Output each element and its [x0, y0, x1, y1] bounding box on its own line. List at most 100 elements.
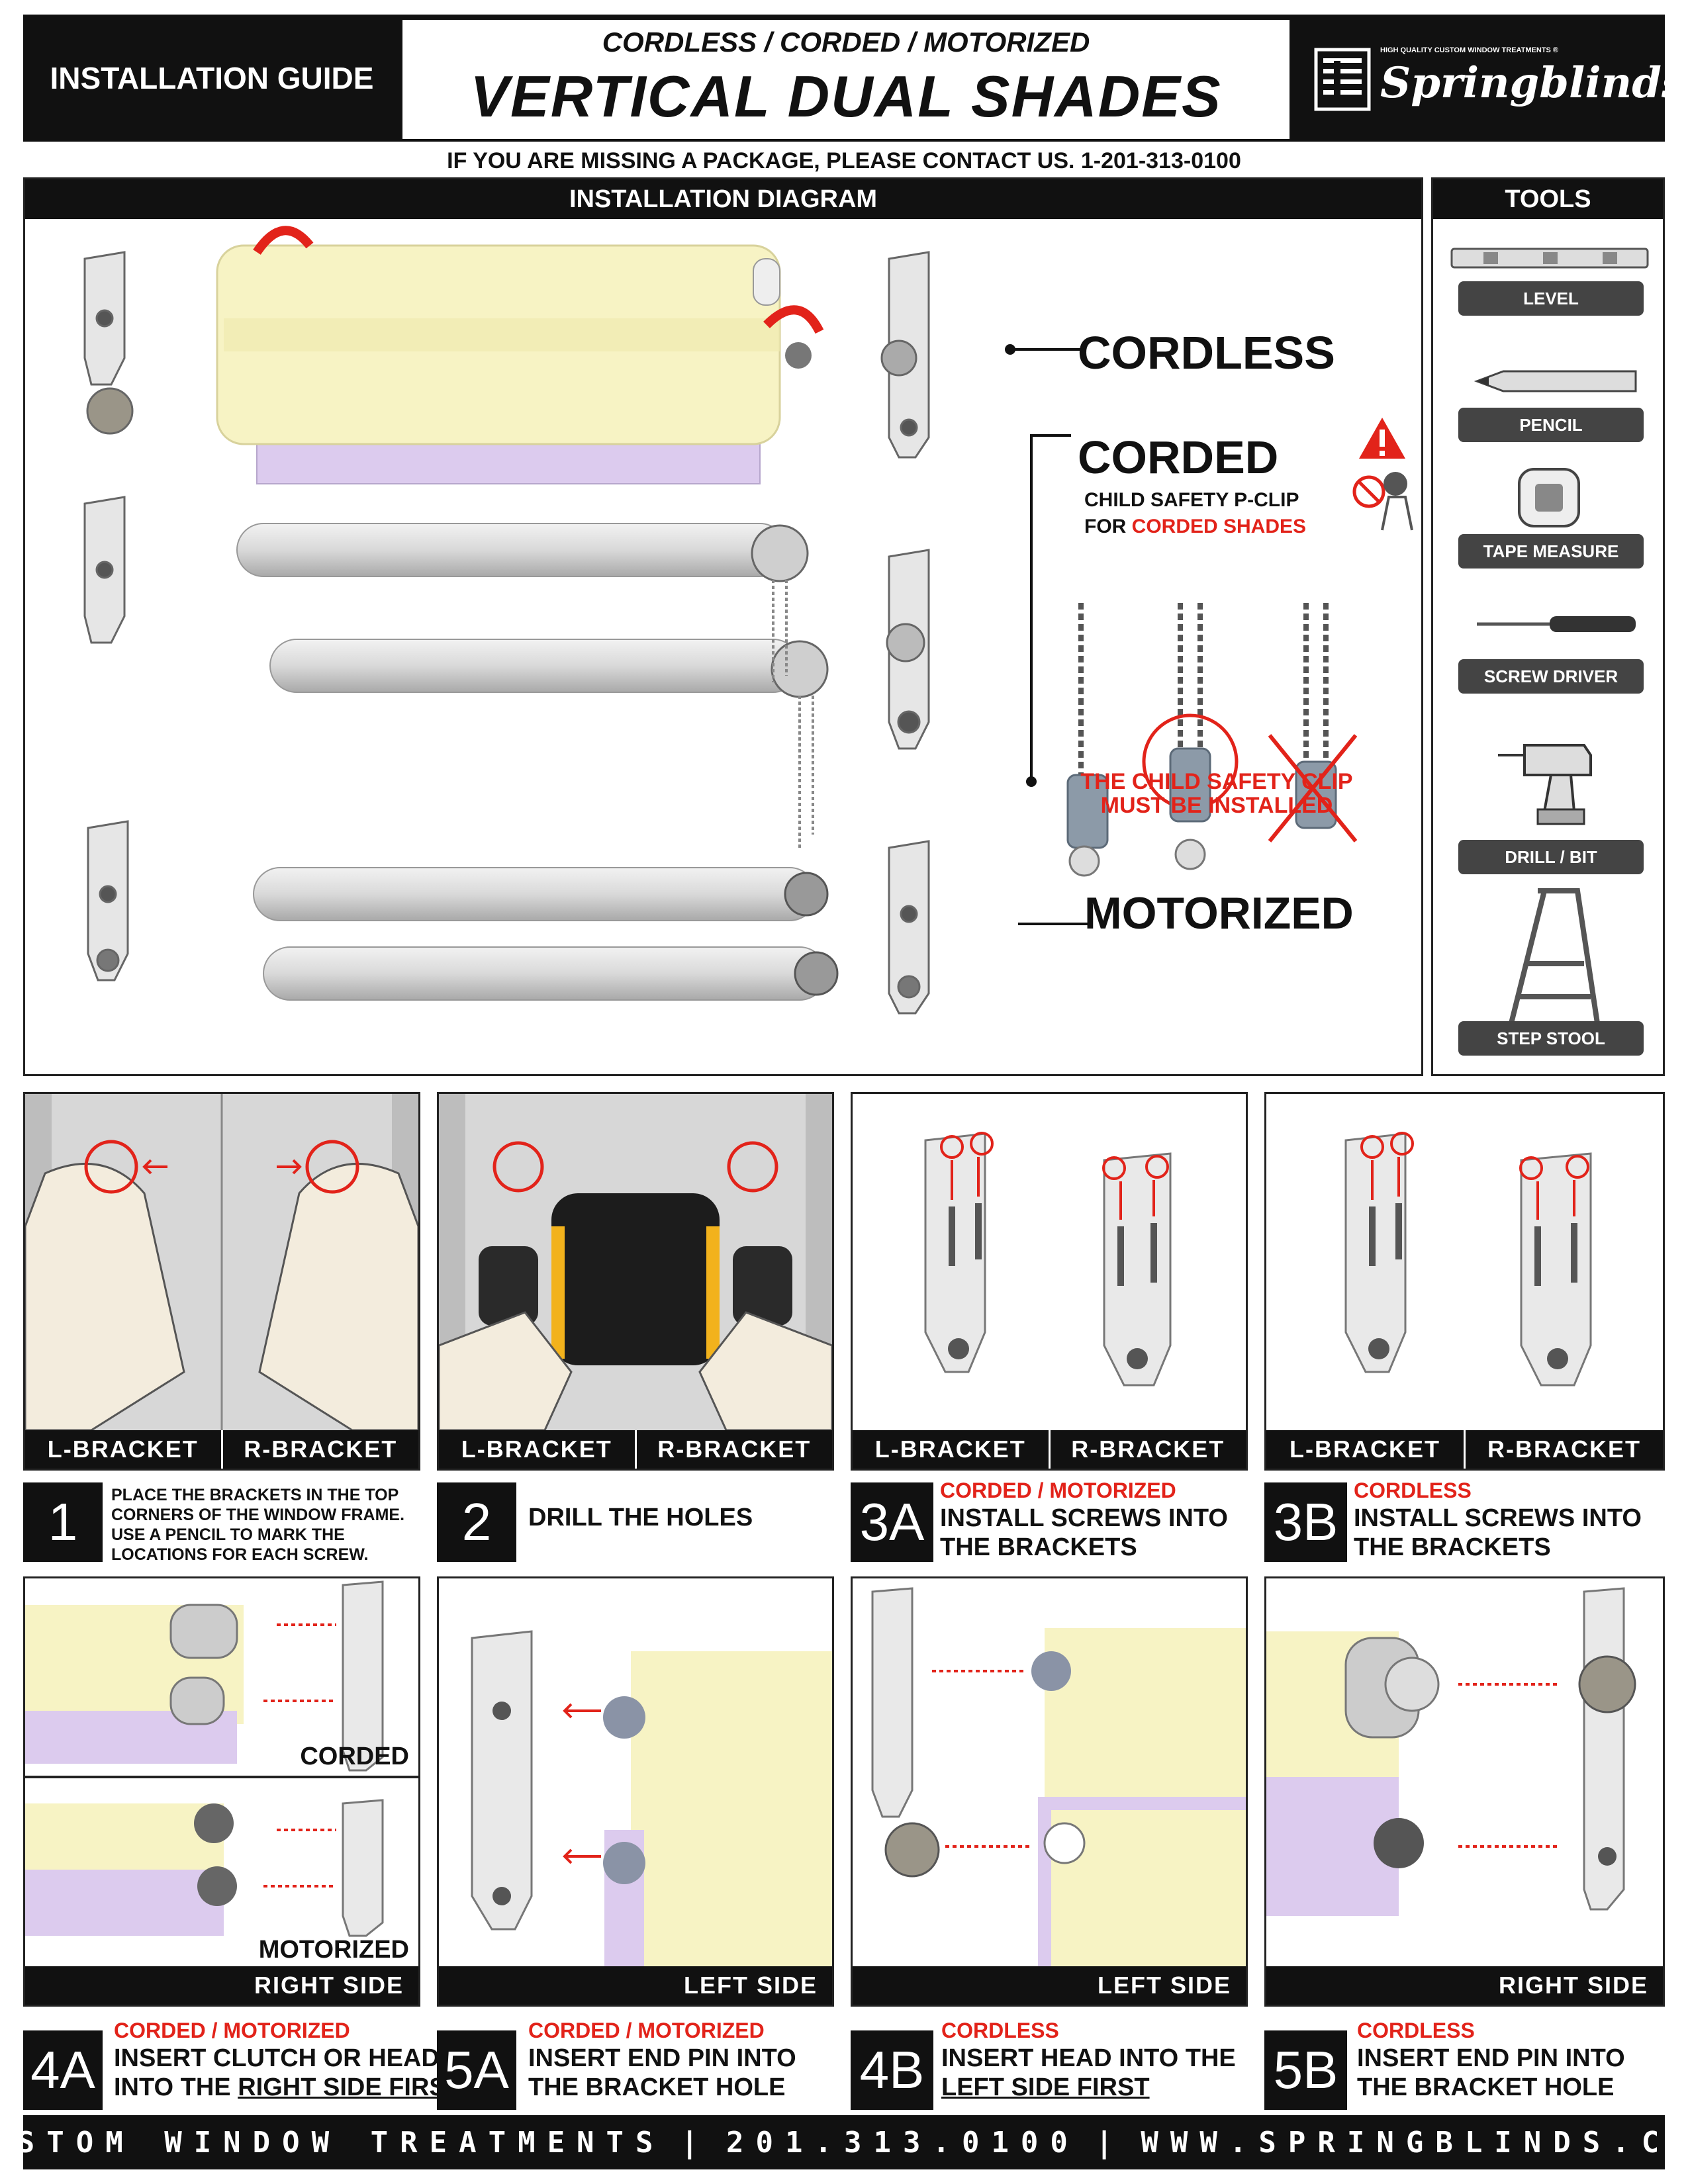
contact-notice: IF YOU ARE MISSING A PACKAGE, PLEASE CON… [447, 148, 1241, 173]
tools-title: TOOLS [1433, 179, 1663, 219]
footer-separator: | [1095, 2125, 1125, 2160]
tool-level-label: LEVEL [1458, 281, 1644, 316]
insert-head-left-side-icon [871, 1587, 1246, 1966]
step4b-line1: INSERT HEAD INTO THE [941, 2044, 1236, 2072]
clip-warning-line1: THE CHILD SAFETY CLIP [1080, 768, 1353, 794]
motorized-left-bracket-icon [87, 820, 129, 981]
insert-clutch-right-side-icon [25, 1580, 418, 1937]
step4b-tag: CORDLESS [941, 2019, 1059, 2042]
clip-note-line1: CHILD SAFETY P-CLIP [1084, 489, 1299, 511]
motorized-right-bracket-icon [888, 840, 930, 1015]
step4b-side-bar: LEFT SIDE [853, 1966, 1246, 2005]
motorized-tubes-icon [253, 867, 839, 1001]
step-stool-icon [1509, 888, 1600, 1024]
installation-diagram-panel: INSTALLATION DIAGRAM [23, 177, 1423, 1076]
step5b-line2: THE BRACKET HOLE [1357, 2073, 1615, 2101]
brand-tagline: HIGH QUALITY CUSTOM WINDOW TREATMENTS ® [1380, 46, 1559, 54]
step4a-line2: INTO THE RIGHT SIDE FIRST [114, 2073, 461, 2101]
page-title: VERTICAL DUAL SHADES [470, 64, 1222, 129]
step4a-image-panel: CORDED MOTORIZED RIGHT SIDE [23, 1576, 420, 2007]
insert-end-pin-left-side-icon [471, 1630, 832, 1966]
step3b-line1: INSTALL SCREWS INTO [1354, 1504, 1642, 1532]
step4b-number: 4B [851, 2030, 933, 2110]
clip-note-line2: FOR CORDED SHADES [1084, 516, 1307, 537]
brand-logo: HIGH QUALITY CUSTOM WINDOW TREATMENTS ® … [1314, 40, 1685, 119]
level-icon [1450, 248, 1649, 269]
label-motorized: MOTORIZED [1084, 888, 1354, 938]
screws-into-brackets-cordless-icon [1344, 1132, 1592, 1387]
step1-number: 1 [23, 1482, 103, 1562]
drill-icon [1498, 744, 1592, 825]
brand-mark-icon [1314, 48, 1371, 111]
brand-name: Springblinds [1380, 58, 1685, 108]
tool-step-stool-label: STEP STOOL [1458, 1021, 1644, 1056]
step5b-tag: CORDLESS [1357, 2019, 1475, 2042]
no-child-cord-icon [1352, 472, 1413, 531]
clip-wrong-icon [1066, 603, 1109, 877]
screws-into-brackets-icon [924, 1132, 1172, 1387]
step4b-image-panel: LEFT SIDE [851, 1576, 1248, 2007]
corded-left-bracket-icon [83, 496, 126, 644]
step3b-line2: THE BRACKETS [1354, 1533, 1551, 1561]
step5b-number: 5B [1264, 2030, 1347, 2110]
tool-drill-label: DRILL / BIT [1458, 840, 1644, 874]
step3a-line1: INSTALL SCREWS INTO [940, 1504, 1228, 1532]
step4a-corded-label: CORDED [300, 1743, 409, 1770]
insert-end-pin-right-side-icon [1266, 1587, 1636, 1916]
subtitle: CORDLESS / CORDED / MOTORIZED [602, 26, 1090, 58]
corded-tubes-icon [236, 523, 829, 848]
drilling-holes-icon [439, 1094, 832, 1430]
title-box: CORDLESS / CORDED / MOTORIZED VERTICAL D… [402, 20, 1289, 139]
tool-screwdriver-label: SCREW DRIVER [1458, 659, 1644, 694]
tools-panel: TOOLS LEVEL PENCIL TAPE MEASURE SCREW DR… [1431, 177, 1665, 1076]
step4a-motorized-label: MOTORIZED [258, 1936, 409, 1964]
footer-bar: CUSTOM WINDOW TREATMENTS | 201.313.0100 … [0, 2115, 1688, 2169]
footer-website-link[interactable]: WWW.SPRINGBLINDS.COM [1141, 2125, 1688, 2160]
cordless-shade-icon [216, 226, 824, 484]
step5a-image-panel: LEFT SIDE [437, 1576, 834, 2007]
step5a-tag: CORDED / MOTORIZED [528, 2019, 765, 2042]
screwdriver-icon [1477, 616, 1636, 632]
tape-measure-icon [1518, 468, 1580, 527]
tool-tape-measure-label: TAPE MEASURE [1458, 534, 1644, 569]
step5a-side-bar: LEFT SIDE [439, 1966, 832, 2005]
step3a-number: 3A [851, 1482, 933, 1562]
tool-pencil-label: PENCIL [1458, 408, 1644, 442]
clip-correct-icon [1142, 603, 1239, 870]
warning-triangle-icon [1359, 418, 1405, 459]
footer-phone[interactable]: 201.313.0100 [726, 2125, 1080, 2160]
corded-right-bracket-icon [886, 549, 930, 750]
step5a-line1: INSERT END PIN INTO [528, 2044, 796, 2072]
footer-tagline: CUSTOM WINDOW TREATMENTS [0, 2125, 665, 2160]
step5b-image-panel: RIGHT SIDE [1264, 1576, 1665, 2007]
step3a-tag: CORDED / MOTORIZED [940, 1479, 1176, 1502]
installation-guide-label: INSTALLATION GUIDE [50, 61, 374, 95]
clip-warning-line2: MUST BE INSTALLED [1100, 792, 1333, 818]
cordless-left-bracket-icon [83, 251, 134, 435]
step4a-number: 4A [23, 2030, 103, 2110]
step5b-line1: INSERT END PIN INTO [1357, 2044, 1625, 2072]
step2-text: DRILL THE HOLES [528, 1504, 753, 1531]
footer-separator: | [680, 2125, 711, 2160]
diagram-title: INSTALLATION DIAGRAM [25, 179, 1421, 219]
step4a-line1: INSERT CLUTCH OR HEAD [114, 2044, 440, 2072]
step5a-line2: THE BRACKET HOLE [528, 2073, 786, 2101]
pencil-icon [1474, 370, 1637, 392]
hands-placing-brackets-icon [25, 1094, 418, 1430]
step4b-line2: LEFT SIDE FIRST [941, 2073, 1150, 2101]
step5a-number: 5A [437, 2030, 516, 2110]
cordless-right-bracket-icon [880, 251, 930, 459]
step5b-side-bar: RIGHT SIDE [1266, 1966, 1663, 2005]
step3a-line2: THE BRACKETS [940, 1533, 1137, 1561]
step2-number: 2 [437, 1482, 516, 1562]
step1-text: PLACE THE BRACKETS IN THE TOP CORNERS OF… [111, 1486, 405, 1564]
step3b-tag: CORDLESS [1354, 1479, 1472, 1502]
diagram-illustration [83, 226, 1413, 1015]
